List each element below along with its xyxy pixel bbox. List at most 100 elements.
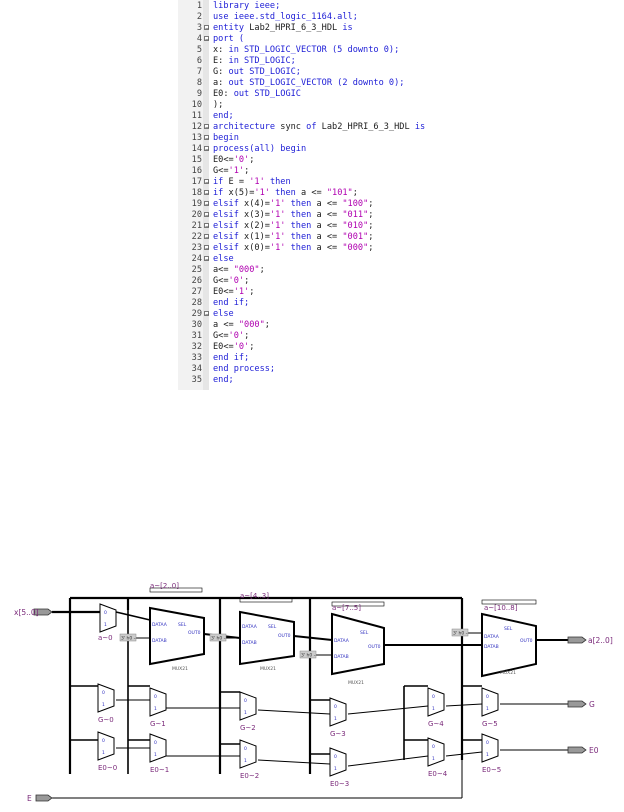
mux-label: E0~2: [240, 772, 259, 780]
small-mux-g-3: 01G~3: [329, 697, 347, 738]
pin-out: OUT0: [520, 638, 533, 644]
const-value: 3' h0 --: [211, 636, 227, 642]
fold-toggle-icon[interactable]: −: [204, 190, 209, 197]
code-token: then: [290, 199, 317, 209]
code-token: end;: [213, 111, 234, 121]
fold-toggle-icon[interactable]: −: [204, 256, 209, 263]
code-line: 29−else: [178, 309, 446, 320]
fold-toggle-icon[interactable]: −: [204, 223, 209, 230]
port-label-e: E: [27, 794, 32, 803]
fold-toggle-icon[interactable]: −: [204, 146, 209, 153]
mux-shape: [481, 733, 499, 763]
code-text: if E = '1' then: [213, 177, 291, 188]
fold-toggle-icon[interactable]: −: [204, 234, 209, 241]
code-token: G<=: [213, 331, 229, 341]
code-token: a<=: [213, 265, 234, 275]
code-token: if: [213, 188, 229, 198]
code-token: then: [290, 232, 317, 242]
code-token: then: [275, 188, 301, 198]
fold-toggle-icon[interactable]: −: [204, 245, 209, 252]
rtl-schematic: x[5..0] E a[2..0] G E0 a~[2..0] SEL DATA…: [14, 582, 613, 803]
line-number: 35: [191, 375, 202, 385]
code-token: begin: [213, 133, 239, 143]
pin-out: OUT0: [368, 644, 381, 650]
line-number: 10: [191, 100, 202, 110]
code-token: out STD_LOGIC: [233, 89, 301, 99]
line-number: 31: [191, 331, 202, 341]
fold-toggle-icon[interactable]: −: [204, 25, 209, 32]
pin-0: 0: [244, 698, 247, 704]
const-value: 3' h0 --: [453, 631, 469, 637]
code-token: E0<=: [213, 342, 234, 352]
pin-out: OUT0: [188, 630, 201, 636]
mux-label: G~2: [240, 724, 256, 732]
code-text: G<='0';: [213, 331, 249, 342]
code-token: a <=: [316, 232, 343, 242]
code-token: '1': [254, 188, 276, 198]
mux-shape: [427, 737, 445, 767]
code-token: '1': [269, 221, 291, 231]
fold-toggle-icon[interactable]: −: [204, 212, 209, 219]
pin-0: 0: [102, 738, 105, 744]
code-token: elsif: [213, 243, 245, 253]
fold-toggle-icon[interactable]: −: [204, 179, 209, 186]
code-token: "011": [342, 210, 369, 220]
pin-dataa: DATAA: [242, 624, 258, 630]
line-number: 5: [196, 45, 202, 55]
fold-toggle-icon[interactable]: −: [204, 124, 209, 131]
code-token: then: [290, 221, 317, 231]
code-token: a:: [213, 78, 229, 88]
small-mux-g-0: 01G~0: [97, 683, 115, 724]
code-token: ;: [352, 188, 358, 198]
mux-shape: [97, 731, 115, 761]
code-token: '0': [233, 342, 250, 352]
code-token: a <=: [213, 320, 239, 330]
fold-toggle-icon[interactable]: −: [204, 36, 209, 43]
mux-shape: [329, 747, 347, 777]
code-token: elsif: [213, 210, 245, 220]
pin-0: 0: [154, 694, 157, 700]
mux-shape: [97, 683, 115, 713]
mux-type-label: MUX21: [348, 680, 364, 686]
code-token: else: [213, 309, 234, 319]
code-text: entity Lab2_HPRI_6_3_HDL is: [213, 23, 353, 34]
code-token: ;: [368, 232, 374, 242]
pin-datab: DATAB: [152, 638, 167, 644]
port-label-e0: E0: [589, 746, 599, 755]
fold-toggle-icon[interactable]: −: [204, 135, 209, 142]
line-number: 9: [196, 89, 202, 99]
code-token: then: [290, 243, 317, 253]
line-number: 20: [191, 210, 202, 220]
code-line: 23−elsif x(0)='1' then a <= "000";: [178, 243, 446, 254]
line-number: 24: [191, 254, 202, 264]
code-token: architecture: [213, 122, 281, 132]
small-mux-g-2: 01G~2: [239, 691, 257, 732]
fold-toggle-icon[interactable]: −: [204, 201, 209, 208]
bus-label-3: a~[7..5]: [332, 604, 361, 612]
small-mux-g-5: 01G~5: [481, 687, 499, 728]
fold-toggle-icon[interactable]: −: [204, 311, 209, 318]
code-token: x(0)=: [244, 243, 270, 253]
code-token: x(1)=: [244, 232, 270, 242]
code-token: else: [213, 254, 234, 264]
code-token: process(all) begin: [213, 144, 307, 154]
pin-sel: SEL: [178, 622, 187, 628]
code-token: ;: [368, 199, 374, 209]
line-number: 12: [191, 122, 202, 132]
pin-1: 1: [154, 706, 157, 712]
code-token: "001": [342, 232, 369, 242]
code-token: library ieee;: [213, 1, 281, 11]
mux-label: E0~5: [482, 766, 501, 774]
code-token: out STD_LOGIC_VECTOR (2 downto 0);: [228, 78, 405, 88]
code-text: end;: [213, 375, 234, 386]
line-number: 18: [191, 188, 202, 198]
const-box-2: 3' h0 --: [209, 633, 227, 642]
code-token: G:: [213, 67, 229, 77]
small-mux-g-4: 01G~4: [427, 687, 445, 728]
